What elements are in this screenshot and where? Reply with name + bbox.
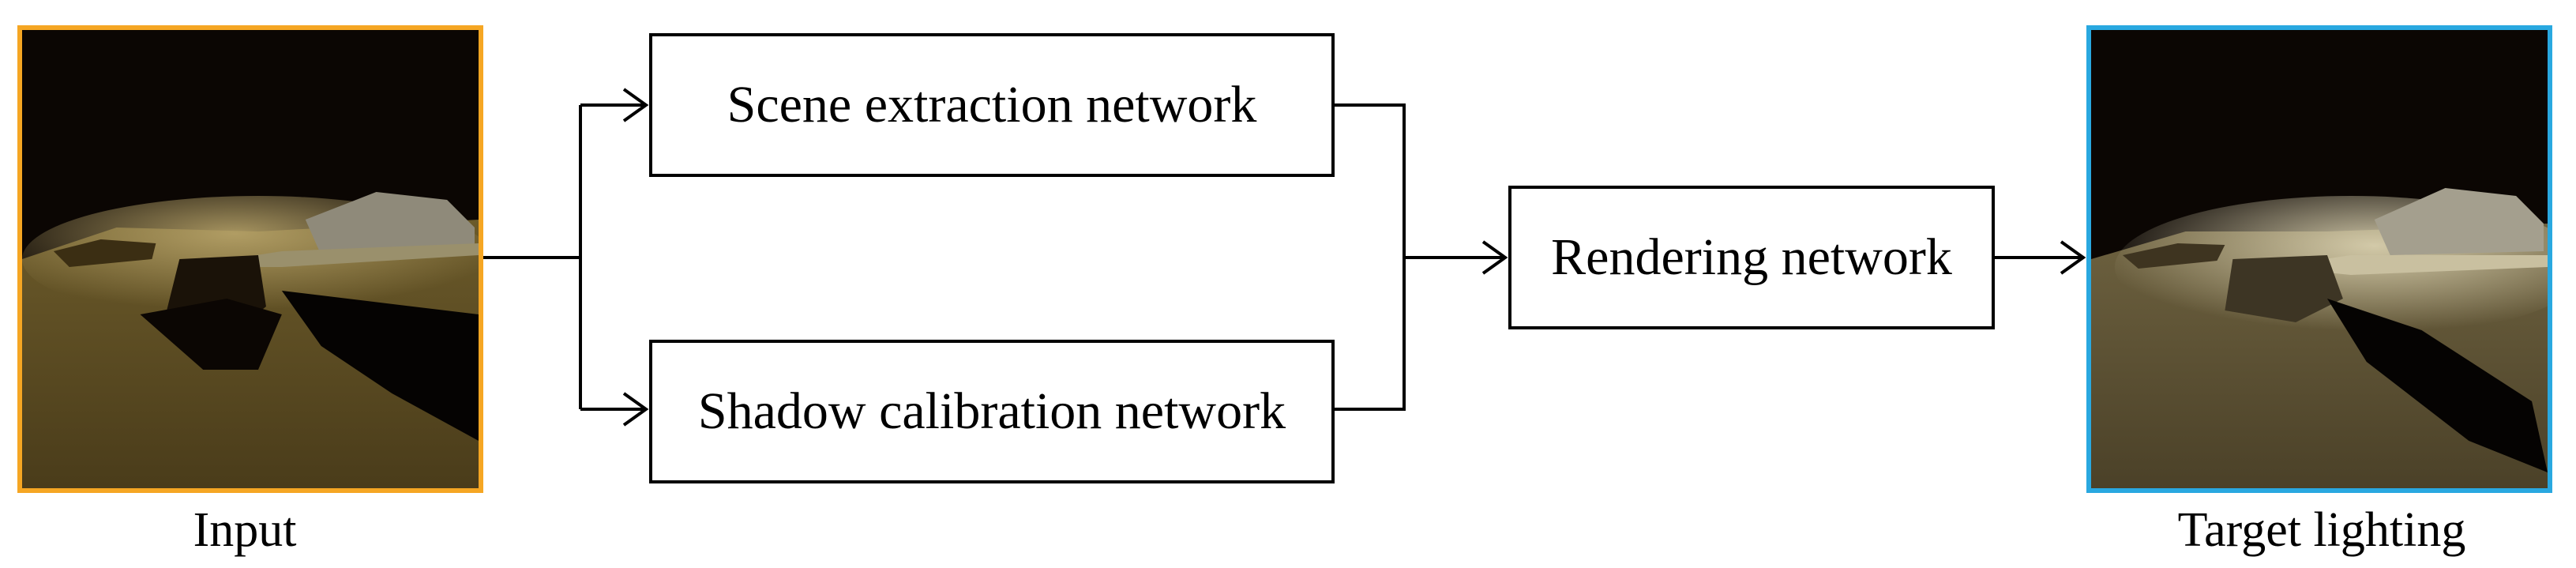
output-caption: Target lighting [2177, 503, 2466, 557]
target-lighting-image [2086, 25, 2552, 493]
scene-extraction-box: Scene extraction network [649, 33, 1335, 177]
input-image [17, 25, 483, 493]
scene-extraction-label: Scene extraction network [727, 76, 1257, 134]
input-caption: Input [193, 503, 297, 557]
shadow-calibration-box: Shadow calibration network [649, 340, 1335, 483]
rendering-network-box: Rendering network [1508, 186, 1995, 329]
rendering-network-label: Rendering network [1551, 228, 1952, 286]
night-scene-illustration [22, 30, 479, 488]
shadow-calibration-label: Shadow calibration network [697, 382, 1286, 440]
relit-scene-illustration [2091, 30, 2548, 488]
